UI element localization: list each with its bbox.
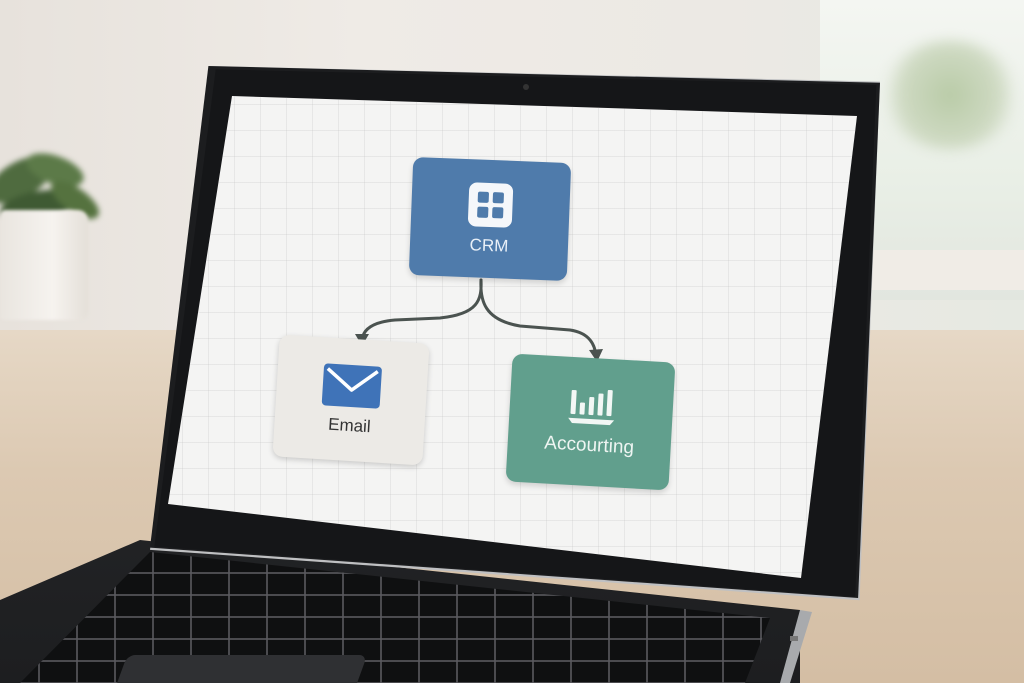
crm-label: CRM	[469, 235, 509, 256]
laptop-port	[790, 636, 798, 641]
accounting-node[interactable]: Accourting	[505, 353, 676, 491]
crm-node[interactable]: CRM	[408, 157, 572, 281]
email-node[interactable]: Email	[272, 334, 430, 466]
plant-pot	[0, 210, 88, 320]
webcam-dot	[523, 84, 529, 90]
email-label: Email	[327, 414, 372, 437]
background-foliage	[880, 40, 1020, 150]
bar-chart-icon	[567, 389, 614, 426]
grid-icon	[468, 182, 514, 228]
envelope-icon	[321, 363, 382, 409]
window-sill	[860, 250, 1024, 290]
accounting-label: Accourting	[543, 432, 635, 459]
laptop-trackpad	[112, 655, 368, 683]
